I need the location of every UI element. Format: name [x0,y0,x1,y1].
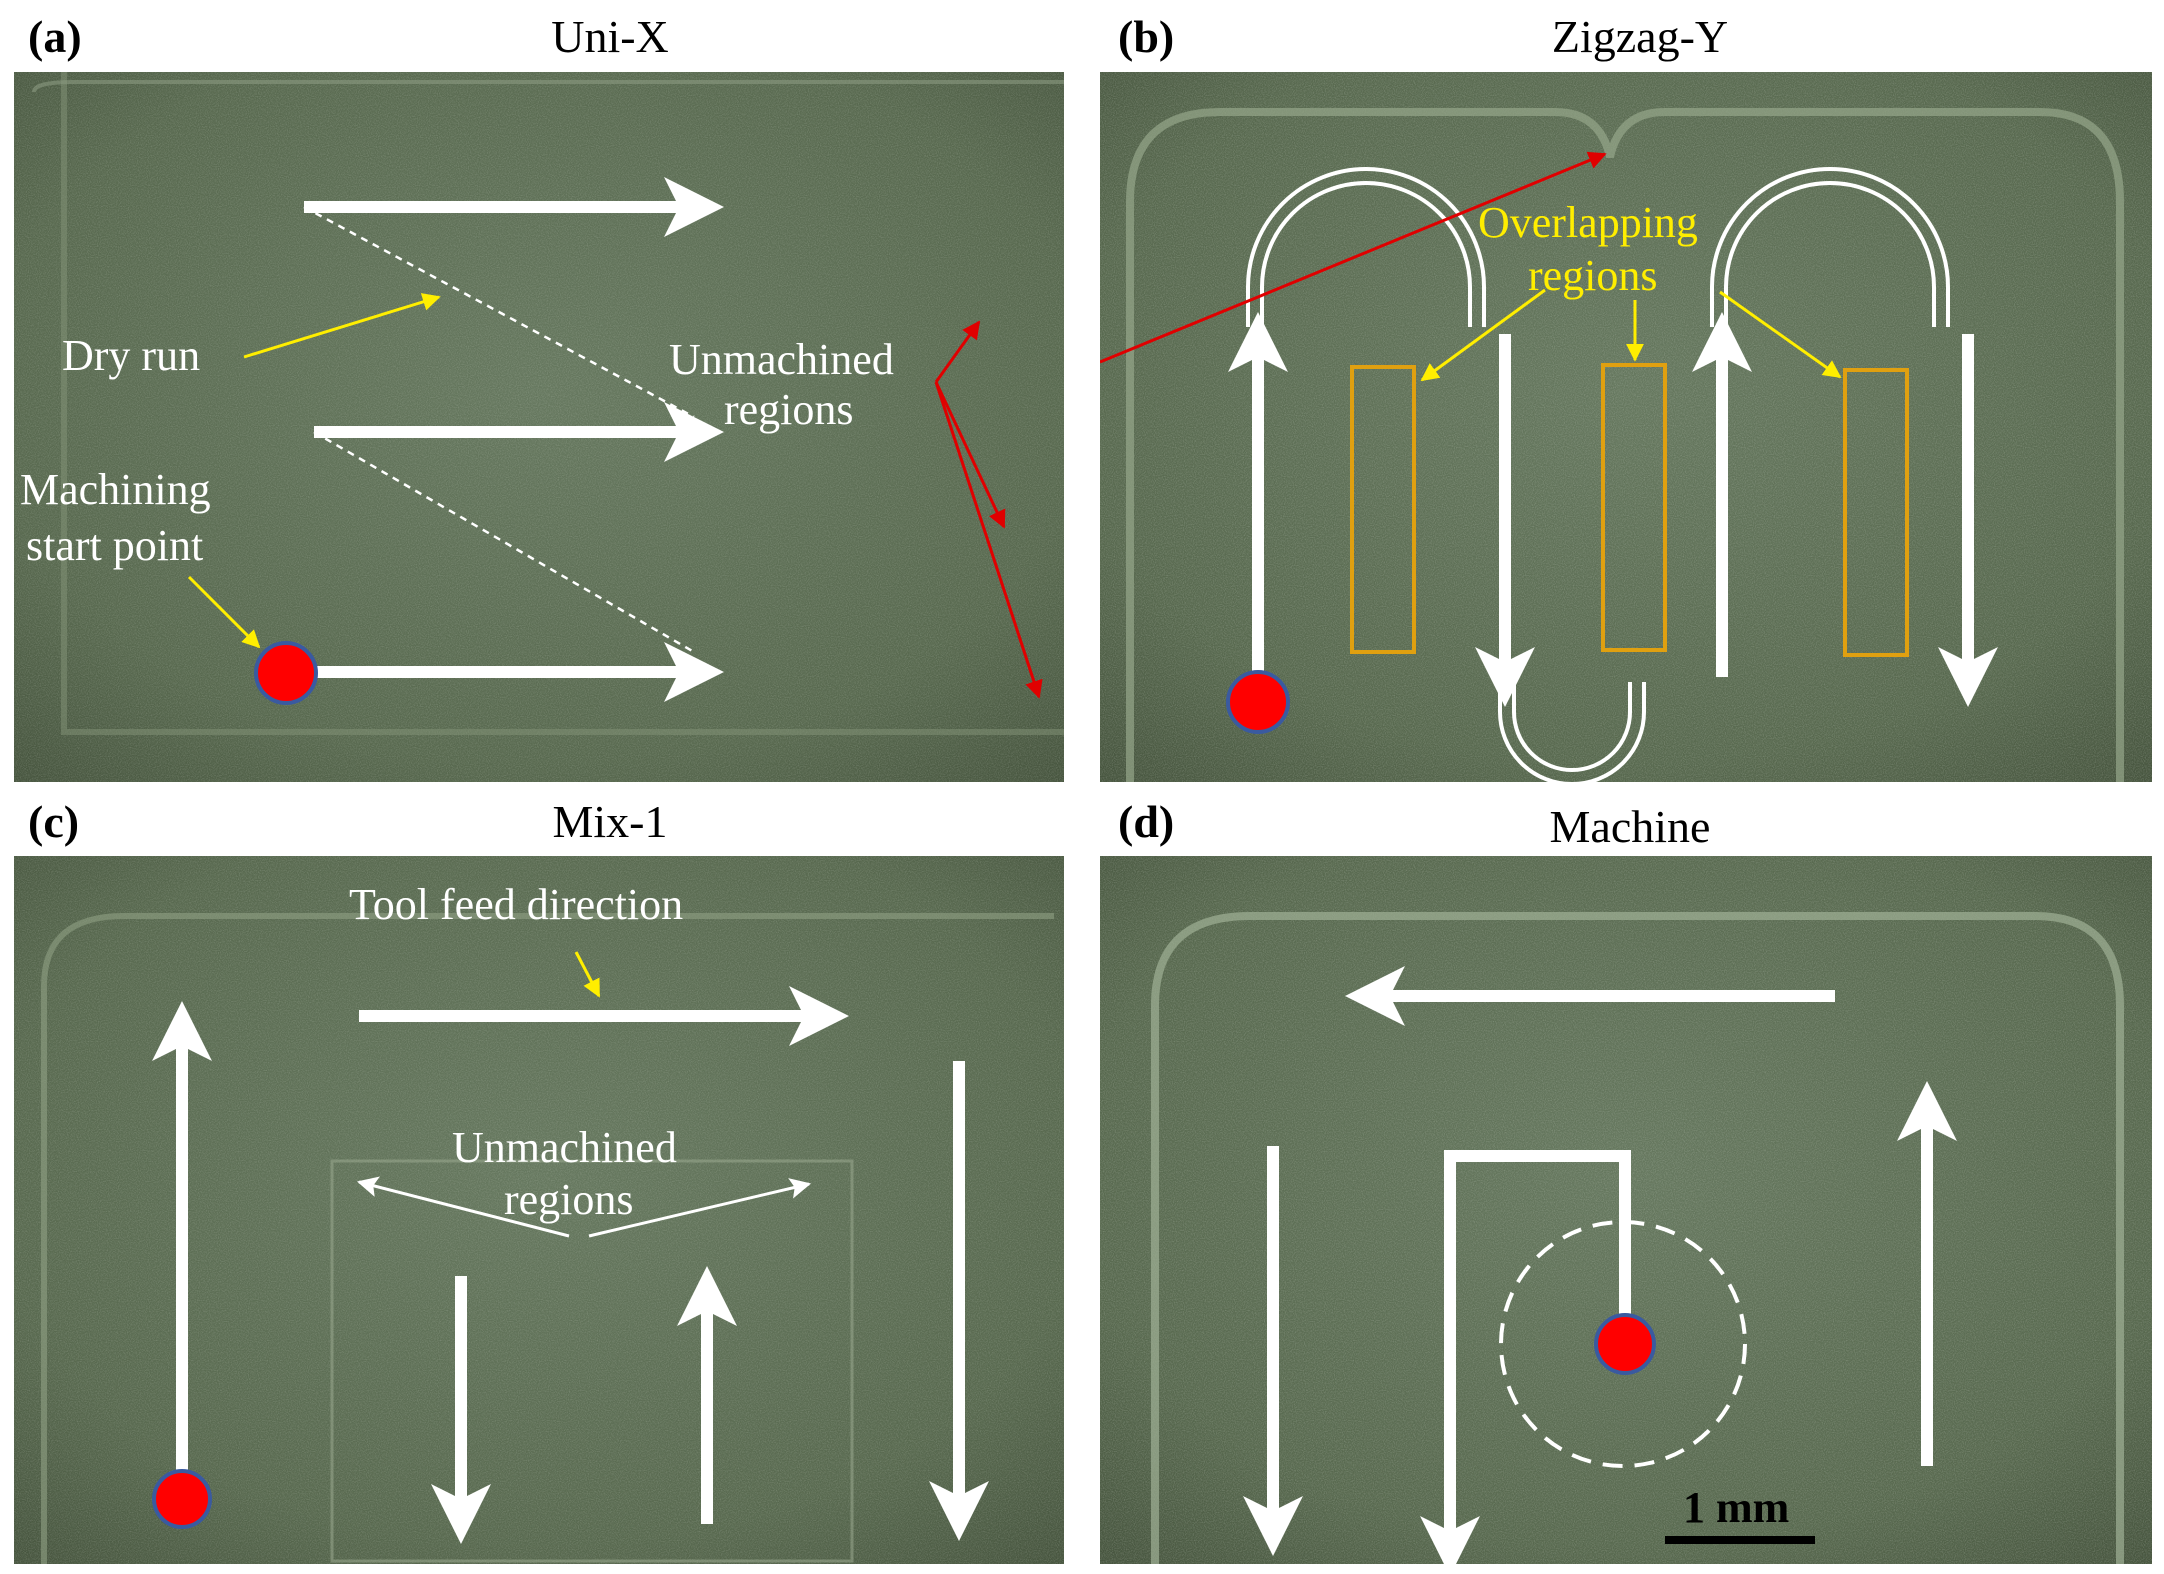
tool-circle-outline [1499,1220,1747,1468]
unmachined-label-line1: Unmachined [452,1123,677,1172]
panel-c-letter: (c) [28,796,80,847]
panel-d-title: Machine [1549,801,1711,852]
panel-b-letter: (b) [1118,11,1175,62]
unmachined-label-line2: regions [724,385,854,434]
overlap-label-line1: Overlapping [1478,198,1698,247]
pointer-arrow-icon [187,575,261,649]
dry-run-line [313,430,695,654]
panel-a-image: Dry run Unmachined regions Machining sta… [14,72,1064,782]
overlap-region-box [1350,365,1416,654]
start-point-label-line1: Machining [20,465,211,514]
pointer-arrow-icon [934,381,1006,529]
start-point-dot-icon [1226,670,1290,734]
panel-d-image: 1 mm [1100,856,2152,1564]
panel-c-title: Mix-1 [552,796,668,847]
overlap-region-box [1601,363,1667,652]
dry-run-line [303,205,695,419]
start-point-dot-icon [1594,1313,1656,1375]
panel-d-letter: (d) [1118,796,1175,847]
overlap-label-line2: regions [1528,251,1658,300]
panel-c-image: Tool feed direction Unmachined regions [14,856,1064,1564]
pointer-arrow-icon [1719,290,1842,379]
pointer-arrow-icon [243,293,441,359]
dry-run-label: Dry run [62,331,200,380]
unmachined-label-line1: Unmachined [669,335,894,384]
pointer-arrow-icon [934,320,981,383]
white-arrow-icon [1420,1150,1631,1564]
panel-b-title: Zigzag-Y [1551,11,1729,62]
pointer-arrow-icon [1420,288,1546,382]
unmachined-label-line2: regions [504,1175,634,1224]
scale-bar-label: 1 mm [1683,1483,1789,1532]
pointer-arrow-icon [1100,151,1607,364]
panel-a-letter: (a) [28,11,82,62]
start-point-dot-icon [152,1469,212,1529]
pointer-arrow-icon [356,1176,570,1238]
pointer-arrow-icon [588,1178,812,1238]
start-point-dot-icon [254,641,318,705]
pointer-arrow-icon [574,951,601,998]
overlap-region-box [1843,368,1909,657]
feed-direction-label: Tool feed direction [349,880,683,929]
unmachined-region-outline [330,1159,854,1563]
pointer-arrow-icon [934,381,1043,699]
start-point-label-line2: start point [26,521,203,570]
panel-a-title: Uni-X [551,11,669,62]
u-turn-arc [1246,167,1950,782]
panel-b-image: Overlapping regions [1100,72,2152,782]
